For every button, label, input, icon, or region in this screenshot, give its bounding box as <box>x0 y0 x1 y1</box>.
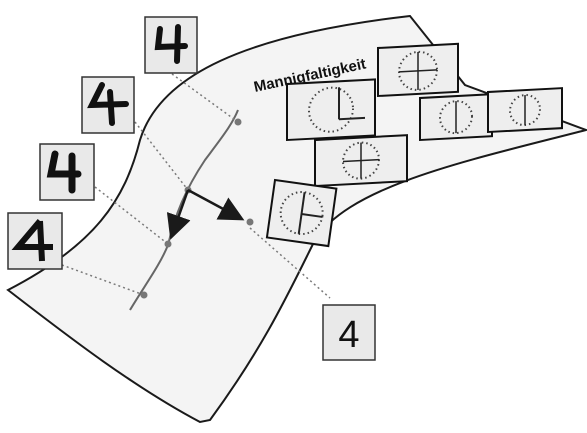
rotation-grid-icon <box>487 87 563 134</box>
sample-points <box>140 118 254 299</box>
digit-4-glyph <box>46 150 82 194</box>
rotation-grid-icon <box>377 42 459 98</box>
rotation-grid-icon <box>286 78 376 142</box>
rotation-grid-icon <box>314 134 408 188</box>
transform-grids <box>265 42 563 248</box>
sample-curve <box>129 109 239 311</box>
tangent-arrow-down <box>166 189 191 240</box>
digit-sample-3 <box>39 143 95 201</box>
plain-digit: 4 <box>338 314 359 356</box>
rotation-grid-icon <box>419 93 493 142</box>
digit-4-glyph <box>87 82 129 126</box>
digit-sample-4 <box>7 212 63 270</box>
leader-lines <box>61 73 331 299</box>
tangent-arrow-right <box>187 188 245 221</box>
digit-4-glyph <box>11 219 53 262</box>
plain-digit-box: 4 <box>322 304 376 361</box>
digit-4-glyph <box>154 24 188 64</box>
digit-sample-1 <box>144 16 198 74</box>
rotation-grid-icon <box>265 178 338 248</box>
digit-sample-2 <box>81 76 135 134</box>
